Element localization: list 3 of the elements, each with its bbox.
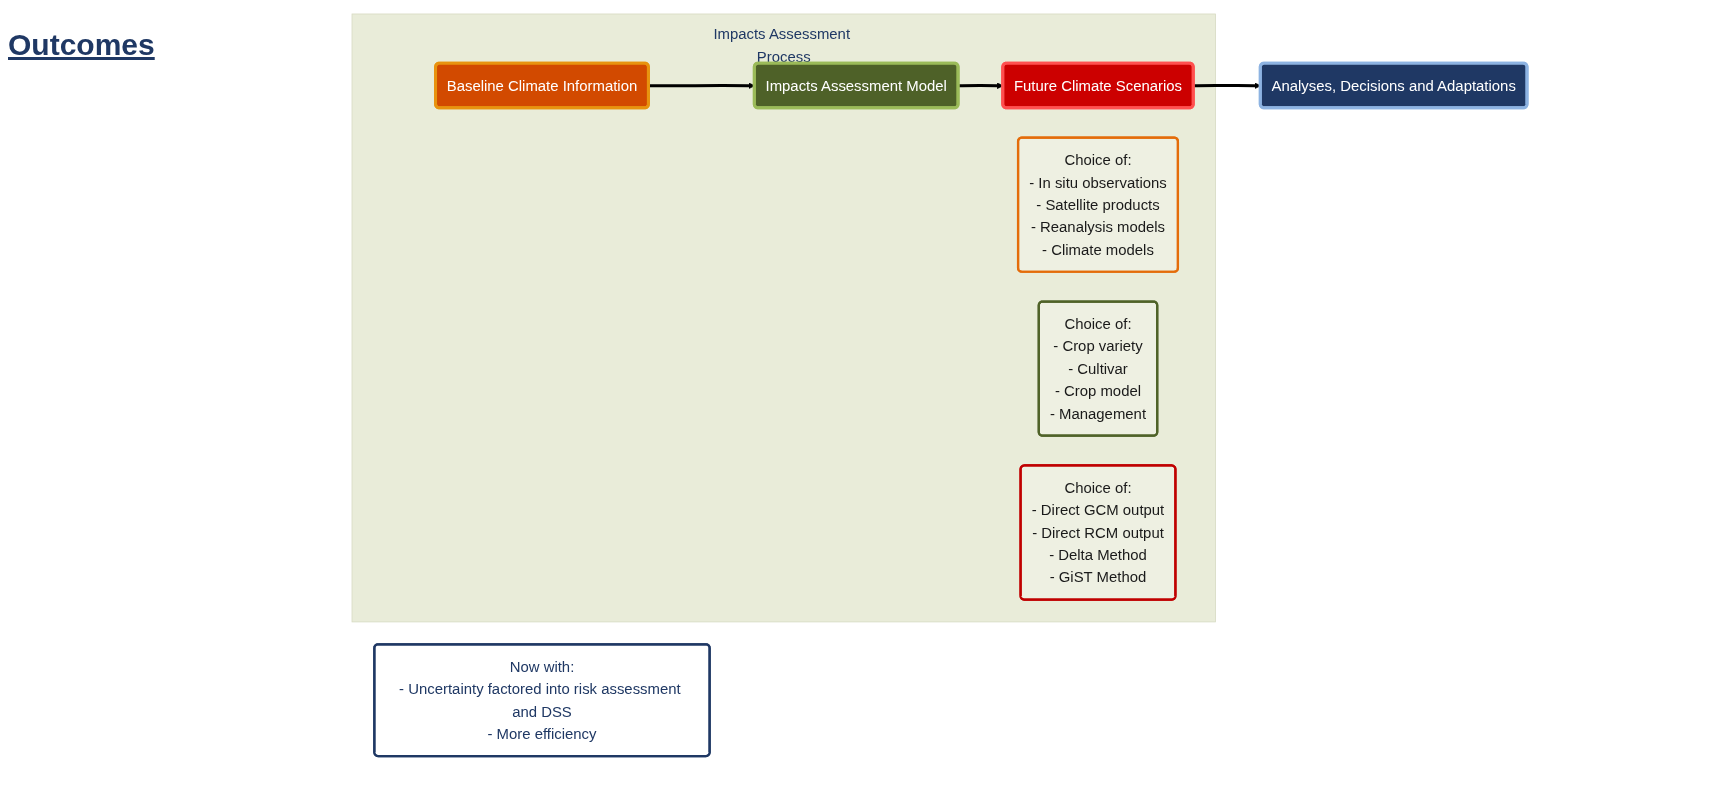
arrow (1193, 82, 1261, 90)
arrow (648, 82, 755, 90)
section-heading: Outcomes (8, 28, 155, 62)
